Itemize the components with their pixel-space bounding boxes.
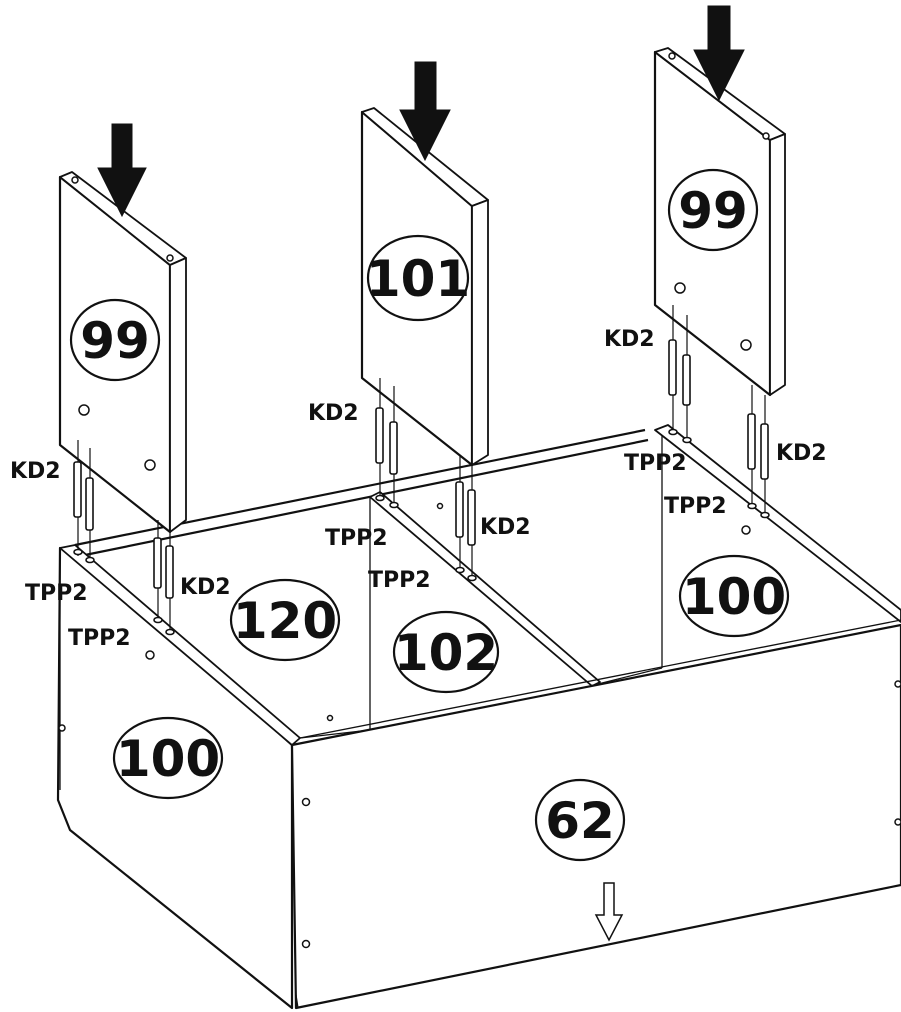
svg-text:101: 101 [366, 250, 470, 308]
part-badge-back: 120 [229, 578, 341, 662]
svg-text:62: 62 [545, 792, 615, 850]
down-arrow-icon [399, 61, 451, 162]
part-badge-side-right: 100 [678, 554, 790, 638]
pull-arrow-icon [594, 882, 624, 942]
label-kd2: KD2 [308, 401, 359, 426]
svg-text:100: 100 [682, 568, 786, 626]
label-kd2: KD2 [604, 327, 655, 352]
label-tpp2: TPP2 [664, 494, 727, 519]
part-badge-upright-middle: 101 [366, 234, 470, 322]
label-kd2: KD2 [10, 459, 61, 484]
part-badge-side-left: 100 [112, 716, 224, 800]
part-badge-upright-left: 99 [69, 298, 161, 382]
label-kd2: KD2 [480, 515, 531, 540]
label-kd2: KD2 [776, 441, 827, 466]
part-badge-upright-right: 99 [667, 168, 759, 252]
label-tpp2: TPP2 [368, 568, 431, 593]
label-tpp2: TPP2 [325, 526, 388, 551]
label-tpp2: TPP2 [68, 626, 131, 651]
part-badge-divider: 102 [392, 610, 500, 694]
svg-text:99: 99 [678, 182, 748, 240]
hardware-labels: KD2 KD2 KD2 KD2 KD2 KD2 TPP2 TPP2 TPP2 T… [10, 327, 827, 651]
label-tpp2: TPP2 [25, 581, 88, 606]
svg-text:102: 102 [394, 624, 498, 682]
connectors [73, 305, 770, 636]
svg-text:99: 99 [80, 312, 150, 370]
down-arrow-icon [693, 5, 745, 102]
svg-text:120: 120 [233, 592, 337, 650]
down-arrow-icon [97, 123, 147, 218]
svg-text:100: 100 [116, 730, 220, 788]
part-badge-front: 62 [534, 778, 626, 862]
label-tpp2: TPP2 [624, 451, 687, 476]
label-kd2: KD2 [180, 575, 231, 600]
